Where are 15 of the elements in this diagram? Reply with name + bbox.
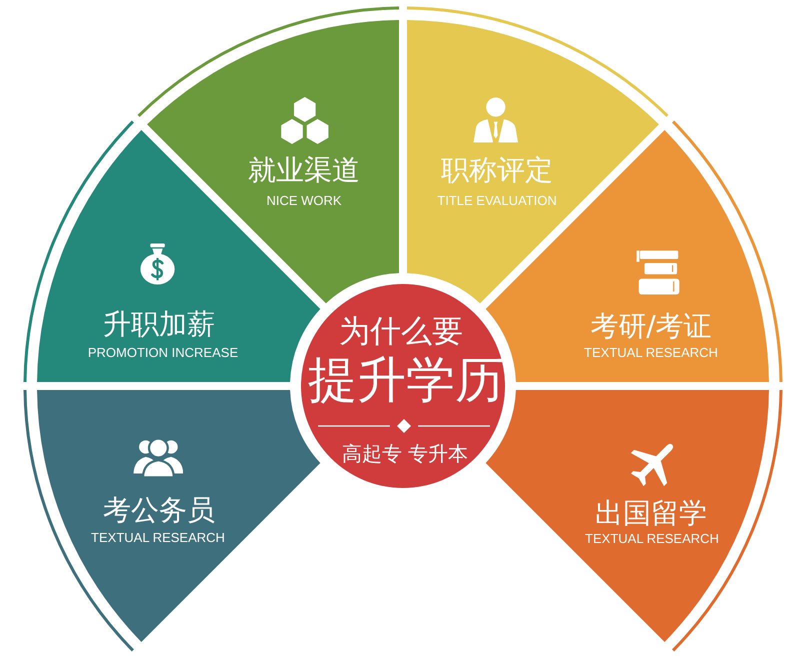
segment-title: 职称评定 [441,155,553,185]
segment-subtitle: TEXTUAL RESEARCH [91,531,225,545]
segment-subtitle: TITLE EVALUATION [437,194,557,208]
segment-title: 考公务员 [103,495,215,525]
segment-subtitle: NICE WORK [266,194,342,208]
question-text: 为什么要 [339,316,463,348]
segment-title: 出国留学 [595,498,707,528]
segment-title: 就业渠道 [248,155,360,185]
segment-title: 升职加薪 [103,309,215,339]
subheading: 高起专 专升本 [342,444,468,464]
segment-title: 考研/考证 [590,311,712,341]
segment-subtitle: TEXTUAL RESEARCH [585,532,719,546]
segment-subtitle: TEXTUAL RESEARCH [584,346,718,360]
headline: 提升学历 [308,354,504,406]
segment-subtitle: PROMOTION INCREASE [88,346,238,360]
